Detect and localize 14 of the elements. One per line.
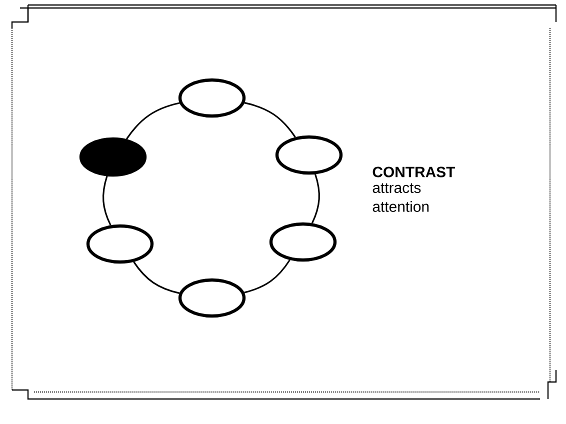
ellipse-node <box>275 135 343 175</box>
ring-arc <box>126 102 180 140</box>
ring-arc <box>244 260 290 294</box>
ellipse-node <box>79 137 147 177</box>
ellipse-node <box>86 224 154 264</box>
ellipse-node <box>178 278 246 318</box>
heading: CONTRAST <box>372 166 456 178</box>
ellipse-node <box>269 222 337 262</box>
caption-text: attracts attention <box>372 183 429 212</box>
ellipse-node <box>178 78 246 118</box>
ring-arc <box>244 102 296 138</box>
ring-arc <box>311 174 320 224</box>
ring-arc <box>133 261 180 294</box>
ring-arc <box>102 176 112 226</box>
